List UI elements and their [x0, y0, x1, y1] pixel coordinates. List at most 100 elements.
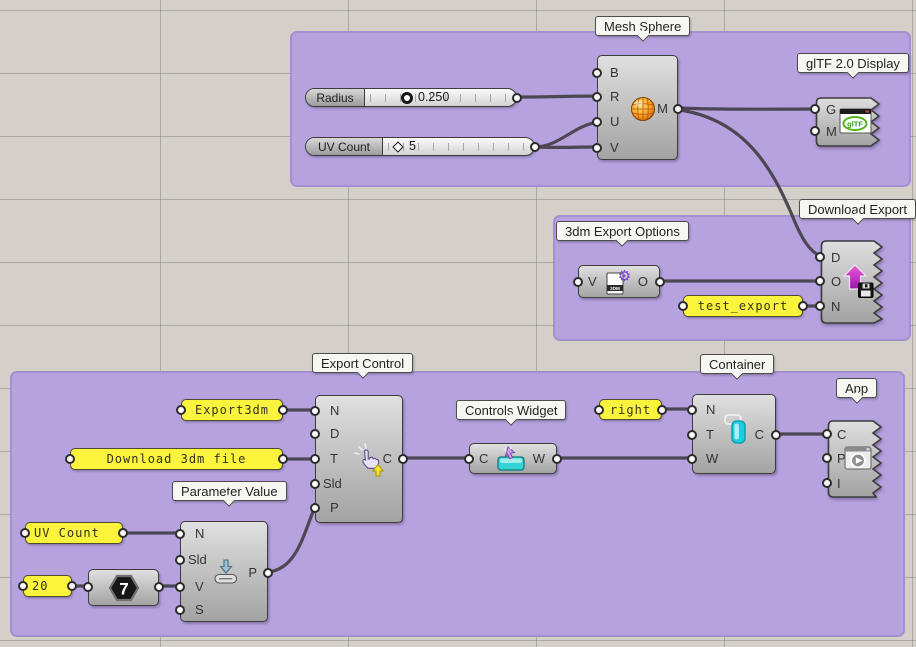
controls-widget-icon [497, 446, 525, 471]
port-nub-in[interactable] [18, 581, 28, 591]
panel-text: right [609, 402, 652, 417]
wire-radius-to-r[interactable] [514, 94, 601, 99]
port-label: C [754, 427, 764, 442]
port-label: T [706, 427, 714, 442]
port-nub-t[interactable] [310, 454, 320, 464]
radius-slider[interactable]: Radius 0.250 [305, 88, 522, 107]
port-nub-n[interactable] [175, 529, 185, 539]
port-nub-o[interactable] [815, 276, 825, 286]
wire-p-to-p[interactable] [266, 507, 316, 574]
parameter-value-component[interactable]: N Sld V S P [175, 521, 273, 622]
port-nub-n[interactable] [687, 405, 697, 415]
port-label: C [837, 427, 847, 442]
port-nub-c[interactable] [398, 454, 408, 464]
gltf-display-component[interactable]: G M glTF [810, 97, 887, 147]
gltf-icon: glTF [839, 108, 872, 134]
test-export-panel[interactable]: test_export [678, 295, 808, 317]
port-label: V [195, 579, 204, 594]
export-control-component[interactable]: N D T Sld P C [310, 395, 408, 523]
port-nub-b[interactable] [592, 68, 602, 78]
slider-ticks [388, 143, 530, 151]
port-nub-v[interactable] [573, 277, 583, 287]
port-nub-in[interactable] [176, 405, 186, 415]
port-nub-u[interactable] [592, 117, 602, 127]
uv-count-slider-label: UV Count [306, 138, 383, 155]
uv-count-slider-value: 5 [409, 139, 416, 153]
download-3dm-panel[interactable]: Download 3dm file [65, 448, 288, 470]
container-component[interactable]: N T W C [687, 394, 781, 474]
port-label: T [330, 451, 338, 466]
uv-count-panel[interactable]: UV Count [20, 522, 128, 544]
port-nub-t[interactable] [687, 430, 697, 440]
port-nub-out[interactable] [278, 405, 288, 415]
download-export-component[interactable]: D O N [815, 240, 890, 324]
port-nub-p[interactable] [263, 568, 273, 578]
port-nub-out[interactable] [67, 581, 77, 591]
port-label: M [826, 124, 837, 139]
port-nub-p[interactable] [822, 453, 832, 463]
port-nub-in[interactable] [65, 454, 75, 464]
port-nub-out[interactable] [530, 142, 540, 152]
uv-count-slider[interactable]: UV Count 5 [305, 137, 540, 156]
port-nub-in[interactable] [20, 528, 30, 538]
port-nub-c[interactable] [771, 430, 781, 440]
port-nub-out[interactable] [657, 404, 667, 415]
tag-download-export: Download Export [799, 199, 916, 219]
export3dm-panel[interactable]: Export3dm [176, 399, 288, 421]
port-nub-out[interactable] [118, 528, 128, 538]
port-nub-out[interactable] [798, 301, 808, 311]
tag-app: App [836, 378, 878, 398]
port-nub-in[interactable] [83, 582, 93, 592]
port-nub-n[interactable] [815, 301, 825, 311]
click-hand-icon [354, 443, 385, 477]
port-nub-w[interactable] [687, 454, 697, 464]
port-nub-d[interactable] [310, 429, 320, 439]
wire-m-to-g[interactable] [678, 106, 819, 111]
port-label: I [837, 476, 841, 491]
wire-uv-to-u[interactable] [532, 120, 601, 149]
right-panel[interactable]: right [594, 399, 667, 420]
port-nub-in[interactable] [594, 404, 604, 415]
port-nub-v[interactable] [175, 582, 185, 592]
port-nub-g[interactable] [810, 104, 820, 114]
port-nub-out[interactable] [512, 93, 522, 103]
tag-container: Container [700, 354, 775, 374]
port-nub-out[interactable] [278, 454, 288, 464]
port-nub-m[interactable] [673, 104, 683, 114]
port-nub-c[interactable] [822, 429, 832, 439]
port-nub-o[interactable] [655, 277, 665, 287]
port-nub-s[interactable] [175, 605, 185, 615]
svg-text:⚙: ⚙ [618, 268, 631, 285]
port-label: W [706, 451, 719, 466]
mesh-sphere-component[interactable]: B R U V M [592, 55, 683, 160]
port-nub-p[interactable] [310, 503, 320, 513]
panel-text: Download 3dm file [106, 452, 247, 466]
port-nub-c[interactable] [464, 454, 474, 464]
port-label: Sld [323, 476, 342, 491]
port-nub-n[interactable] [310, 406, 320, 416]
download-export-icon [842, 264, 874, 298]
port-nub-d[interactable] [815, 252, 825, 262]
port-nub-r[interactable] [592, 92, 602, 102]
port-nub-m[interactable] [810, 126, 820, 136]
twenty-panel[interactable]: 20 [18, 575, 77, 597]
wire-m-to-d[interactable] [678, 108, 824, 259]
port-nub-in[interactable] [678, 301, 688, 311]
tag-export-options: 3dm Export Options [556, 221, 689, 241]
port-nub-i[interactable] [822, 478, 832, 488]
radius-slider-knob[interactable] [401, 91, 413, 104]
panel-text: test_export [697, 299, 789, 313]
app-component[interactable]: C P I [822, 420, 889, 498]
port-label: N [831, 299, 841, 314]
port-label: N [706, 402, 716, 417]
port-nub-sld[interactable] [175, 555, 185, 565]
export-options-component[interactable]: V O 3DM ⚙ [573, 265, 665, 298]
port-nub-out[interactable] [154, 582, 164, 592]
port-nub-sld[interactable] [310, 479, 320, 489]
integer-component[interactable]: 7 [83, 569, 164, 606]
port-nub-w[interactable] [552, 454, 562, 464]
svg-text:7: 7 [119, 580, 128, 599]
port-nub-v[interactable] [592, 143, 602, 153]
controls-widget-component[interactable]: C W [464, 443, 562, 474]
